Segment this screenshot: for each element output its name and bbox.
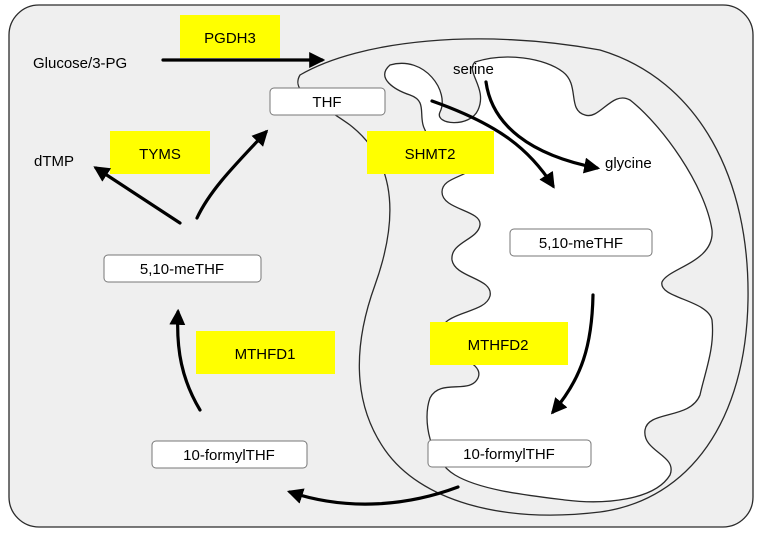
arrow-serine-to-glycine xyxy=(484,80,601,174)
box-mito-formyl-thf: 10-formylTHF xyxy=(427,439,592,468)
enzyme-pgdh3-label: PGDH3 xyxy=(204,30,256,47)
enzyme-pgdh3: PGDH3 xyxy=(180,15,280,58)
enzyme-tyms: TYMS xyxy=(110,131,210,174)
arrow-methylene-to-thf-cytosol xyxy=(195,129,269,220)
box-mito-formyl-thf-label: 10-formylTHF xyxy=(463,446,555,463)
label-serine: serine xyxy=(453,61,494,78)
label-glucose: Glucose/3-PG xyxy=(33,55,127,72)
label-dtmp: dTMP xyxy=(34,153,74,170)
enzyme-mthfd1-label: MTHFD1 xyxy=(235,346,296,363)
box-mito-methylene-thf: 5,10-meTHF xyxy=(509,228,653,257)
arrow-mito-formyl-to-cytosol xyxy=(286,485,460,506)
enzyme-shmt2: SHMT2 xyxy=(367,131,494,174)
enzyme-tyms-label: TYMS xyxy=(139,146,181,163)
arrow-formyl-to-methylene-cytosol xyxy=(169,308,202,412)
label-glycine: glycine xyxy=(605,155,652,172)
enzyme-mthfd1: MTHFD1 xyxy=(196,331,335,374)
box-cytosol-formyl-thf-label: 10-formylTHF xyxy=(183,447,275,464)
enzyme-mthfd2: MTHFD2 xyxy=(430,322,568,365)
box-cytosol-methylene-thf: 5,10-meTHF xyxy=(103,254,262,283)
enzyme-mthfd2-label: MTHFD2 xyxy=(468,337,529,354)
box-thf-label: THF xyxy=(312,94,341,111)
mitochondrion-inner-membrane xyxy=(384,56,714,503)
box-cytosol-formyl-thf: 10-formylTHF xyxy=(151,440,308,469)
arrow-mito-methylene-to-formyl xyxy=(550,293,595,415)
arrow-methylene-to-dtmp xyxy=(93,166,182,225)
box-thf: THF xyxy=(269,87,386,116)
box-cytosol-methylene-thf-label: 5,10-meTHF xyxy=(140,261,224,278)
arrow-thf-to-shmt2 xyxy=(430,99,555,189)
enzyme-shmt2-label: SHMT2 xyxy=(405,146,456,163)
box-mito-methylene-thf-label: 5,10-meTHF xyxy=(539,235,623,252)
